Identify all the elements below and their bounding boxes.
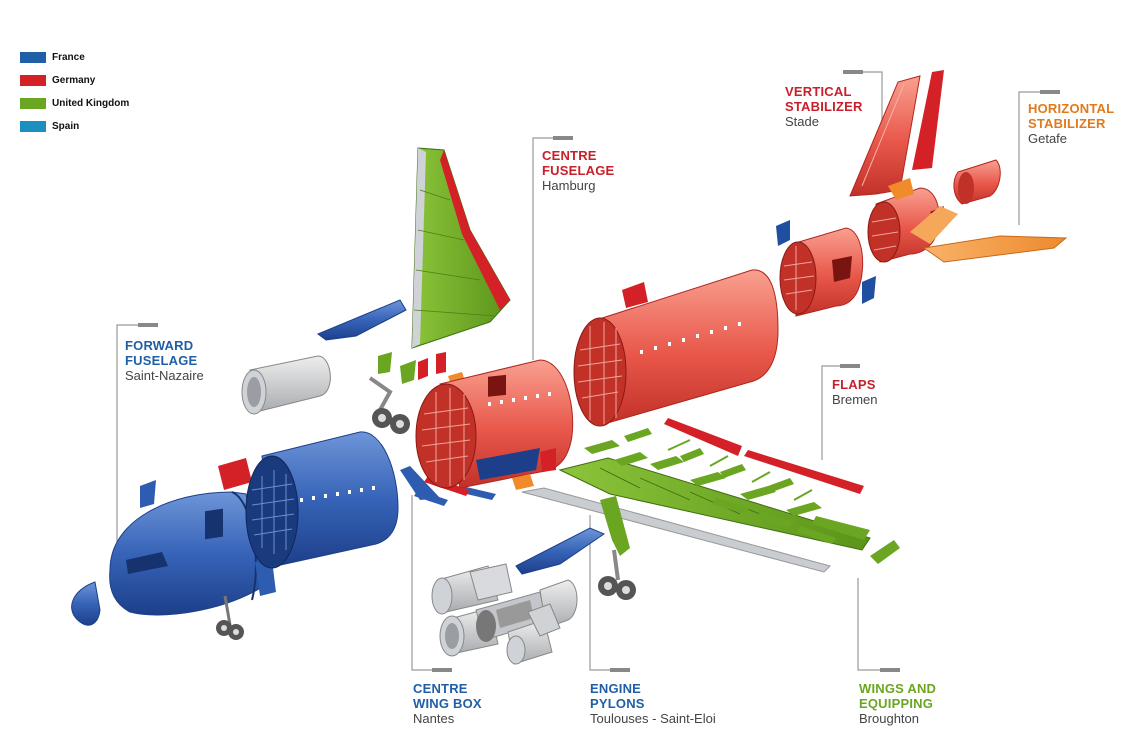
right-main-landing-gear	[598, 549, 636, 600]
legend-item-united-kingdom: United Kingdom	[20, 96, 180, 110]
callout-vertical-stabilizer: VERTICAL STABILIZER Stade	[785, 84, 863, 129]
callout-title-line1: FLAPS	[832, 377, 876, 392]
callout-city: Getafe	[1028, 131, 1068, 146]
orange-fairing	[512, 474, 534, 490]
front-fuselage-section	[245, 431, 399, 569]
centre-fuselage-section	[415, 359, 574, 489]
exploded-engine	[431, 563, 578, 665]
upper-pylon	[316, 299, 407, 341]
callout-title-line1: FORWARD	[125, 338, 194, 353]
leader-caps	[138, 70, 1060, 672]
callout-title-line2: STABILIZER	[785, 99, 863, 114]
engine-nacelle-upper	[241, 355, 331, 415]
red-door-2	[436, 352, 446, 374]
legend-item-spain: Spain	[20, 119, 180, 133]
centre-wing-box-panel	[400, 466, 440, 500]
red-access-panel	[622, 282, 648, 308]
callout-title: VERTICAL STABILIZER	[785, 84, 863, 114]
callout-forward-fuselage: FORWARD FUSELAGE Saint-Nazaire	[125, 338, 204, 383]
flap-inner	[664, 418, 742, 456]
centre-fuselage-rear-section	[573, 269, 779, 427]
callout-title-line1: VERTICAL	[785, 84, 852, 99]
horizontal-stabilizer	[888, 178, 1068, 263]
callout-flaps: FLAPS Bremen	[832, 377, 878, 407]
callout-title-line1: HORIZONTAL	[1028, 101, 1115, 116]
wing-leading-edge	[521, 487, 831, 573]
legend-label: France	[52, 51, 85, 63]
callout-city: Broughton	[859, 711, 919, 726]
lower-pylon	[515, 527, 606, 575]
green-fairing-part	[378, 352, 392, 374]
callout-centre-fuselage: CENTRE FUSELAGE Hamburg	[542, 148, 614, 193]
callout-title-line2: FUSELAGE	[125, 353, 198, 368]
callout-title-line2: FUSELAGE	[542, 163, 615, 178]
callout-city: Nantes	[413, 711, 455, 726]
legend-label: United Kingdom	[52, 97, 130, 109]
callout-title: CENTRE WING BOX	[413, 681, 482, 711]
rear-fuselage-section	[779, 227, 864, 317]
callout-title: FORWARD FUSELAGE	[125, 338, 204, 368]
legend-label: Spain	[52, 120, 80, 132]
centre-wing-box-panel-2	[414, 490, 448, 506]
forward-panel	[255, 560, 276, 596]
callout-title-line2: STABILIZER	[1028, 116, 1106, 131]
callout-title: CENTRE FUSELAGE	[542, 148, 614, 178]
callout-title-line2: PYLONS	[590, 696, 645, 711]
callout-title: FLAPS	[832, 377, 878, 392]
callout-wings-equipping: WINGS AND EQUIPPING Broughton	[859, 681, 936, 726]
legend-swatch-spain	[20, 120, 46, 132]
callout-title: HORIZONTAL STABILIZER	[1028, 101, 1114, 131]
left-main-landing-gear	[368, 376, 410, 434]
callout-title-line1: WINGS AND	[859, 681, 937, 696]
legend-label: Germany	[52, 74, 96, 86]
blue-rear-panel-2	[862, 276, 876, 304]
forward-fuselage	[109, 491, 265, 616]
wing-root-fairing	[600, 496, 630, 556]
callout-city: Stade	[785, 114, 819, 129]
flap-outer	[744, 450, 864, 494]
callout-city: Toulouses - Saint-Eloi	[590, 711, 716, 726]
vertical-stabilizer	[849, 70, 944, 197]
callout-title-line2: WING BOX	[413, 696, 482, 711]
callout-title-line1: ENGINE	[590, 681, 642, 696]
forward-panel-red	[218, 458, 252, 490]
wing-spoiler-rods	[667, 439, 813, 501]
upper-wing	[411, 147, 511, 349]
red-door-1	[418, 358, 428, 380]
callout-title-line2: EQUIPPING	[859, 696, 934, 711]
nose-landing-gear	[216, 595, 244, 640]
red-cargo-door	[540, 448, 556, 472]
tail-cone-section	[867, 187, 944, 263]
green-fairing-part-2	[400, 360, 416, 384]
callout-title-line1: CENTRE	[542, 148, 597, 163]
callout-title: WINGS AND EQUIPPING	[859, 681, 936, 711]
legend-swatch-united-kingdom	[20, 97, 46, 109]
blue-rear-panel	[776, 220, 790, 246]
callout-city: Hamburg	[542, 178, 596, 193]
forward-door	[140, 480, 156, 508]
legend-swatch-germany	[20, 74, 46, 86]
callout-city: Bremen	[832, 392, 878, 407]
apu-opening	[958, 172, 974, 204]
callout-horizontal-stabilizer: HORIZONTAL STABILIZER Getafe	[1028, 101, 1114, 146]
radome	[71, 581, 101, 626]
legend-item-france: France	[20, 50, 180, 64]
legend-swatch-france	[20, 51, 46, 63]
callout-centre-wing-box: CENTRE WING BOX Nantes	[413, 681, 482, 726]
callout-title: ENGINE PYLONS	[590, 681, 716, 711]
wing-slats	[584, 428, 900, 564]
callout-city: Saint-Nazaire	[125, 368, 204, 383]
callout-engine-pylons: ENGINE PYLONS Toulouses - Saint-Eloi	[590, 681, 716, 726]
legend-item-germany: Germany	[20, 73, 180, 87]
callout-title-line1: CENTRE	[413, 681, 468, 696]
